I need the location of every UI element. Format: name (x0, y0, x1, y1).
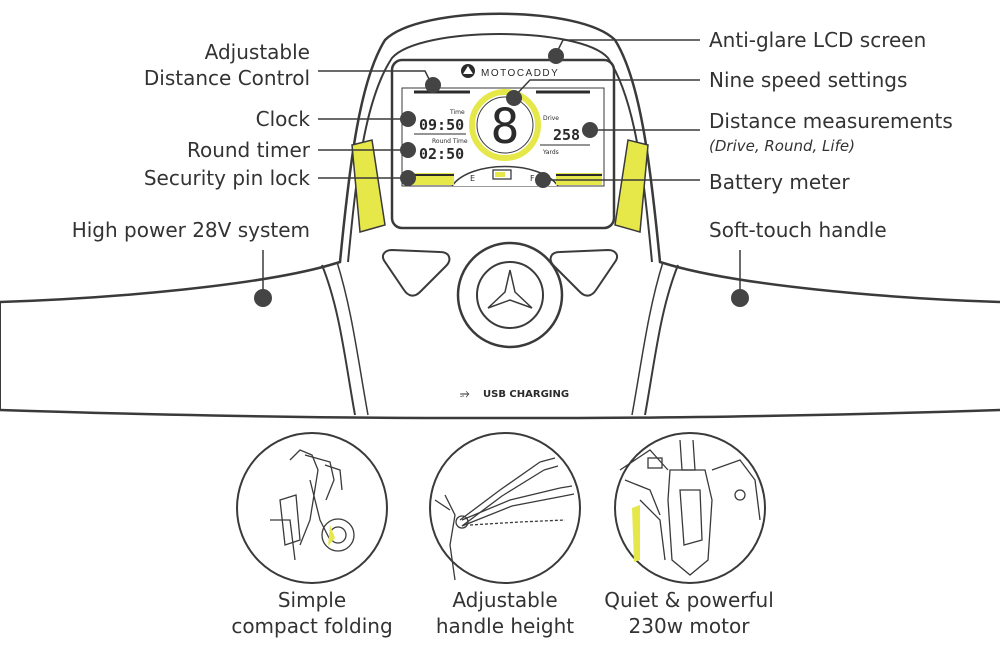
usb-charging-label: USB CHARGING (483, 389, 569, 400)
battery-empty-label: E (470, 174, 475, 183)
label-distance-measurements: Distance measurements (709, 109, 953, 133)
feature-circle-motor (614, 432, 766, 584)
caption-motor: Quiet & powerful 230w motor (579, 587, 799, 639)
housing-lower-left (321, 264, 356, 416)
caption-motor-line2: 230w motor (628, 614, 750, 638)
caption-folding-line1: Simple (277, 588, 347, 612)
handle-bar-outline (0, 12, 1000, 420)
speed-value: 8 (491, 99, 520, 155)
label-adjustable-line2: Distance Control (143, 66, 310, 90)
callout-dot-speed (506, 90, 522, 106)
yards-label: Yards (542, 149, 559, 156)
label-clock: Clock (255, 107, 310, 131)
round-time-value: 02:50 (419, 145, 464, 163)
clock-label: Time (449, 109, 465, 116)
left-arrow-button[interactable] (382, 248, 451, 297)
callout-dot-power (254, 289, 272, 307)
round-time-label: Round Time (432, 138, 468, 145)
right-yellow-grip (614, 139, 649, 233)
housing-lower-right-2 (631, 261, 664, 416)
caption-handle-line1: Adjustable (452, 588, 558, 612)
label-high-power: High power 28V system (71, 218, 310, 242)
label-soft-touch: Soft-touch handle (709, 218, 887, 242)
battery-level (495, 172, 505, 177)
brand-logo-mark (463, 66, 473, 74)
caption-folding-line2: compact folding (231, 614, 393, 638)
label-distance-sub: (Drive, Round, Life) (709, 137, 855, 155)
left-yellow-grip (351, 139, 386, 233)
motor-accent (632, 505, 640, 562)
distance-value: 258 (553, 126, 580, 144)
callout-dot-clock (400, 111, 416, 127)
callout-dot-round-timer (400, 142, 416, 158)
caption-handle-line2: handle height (435, 614, 575, 638)
label-round-timer: Round timer (186, 138, 310, 162)
battery-full-label: F (530, 174, 535, 183)
callout-dot-lcd (548, 48, 564, 64)
folded-trolley-sketch (270, 449, 355, 561)
right-arrow-button[interactable] (549, 248, 618, 297)
label-adjustable-distance: Adjustable Distance Control (144, 39, 310, 91)
label-battery-meter: Battery meter (709, 170, 850, 194)
clock-value: 09:50 (419, 116, 464, 134)
handle-height-sketch (434, 457, 575, 581)
label-adjustable-line1: Adjustable (204, 40, 310, 64)
callout-dot-distance (582, 122, 598, 138)
motor-sketch (619, 439, 761, 576)
label-security-pin: Security pin lock (143, 166, 310, 190)
brand-name: MOTOCADDY (481, 68, 559, 79)
callout-dot-battery (535, 172, 551, 188)
speed-dial-ring (469, 89, 541, 161)
housing-lower-right (644, 264, 679, 416)
caption-motor-line1: Quiet & powerful (604, 588, 774, 612)
speed-dial-inner (476, 96, 534, 154)
center-logo-icon (487, 269, 533, 309)
label-nine-speed: Nine speed settings (709, 68, 908, 92)
caption-handle-height: Adjustable handle height (395, 587, 615, 639)
drive-label: Drive (543, 115, 559, 122)
housing-lower-left-2 (336, 261, 369, 416)
callout-dot-handle (731, 289, 749, 307)
callout-dot-security (400, 170, 416, 186)
label-anti-glare-lcd: Anti-glare LCD screen (709, 28, 927, 52)
folded-trolley-accent (328, 525, 335, 546)
caption-folding: Simple compact folding (202, 587, 422, 639)
callout-lines-left (262, 70, 433, 298)
usb-icon: ⭌ (460, 386, 470, 400)
callout-dot-distance-control (425, 77, 441, 93)
